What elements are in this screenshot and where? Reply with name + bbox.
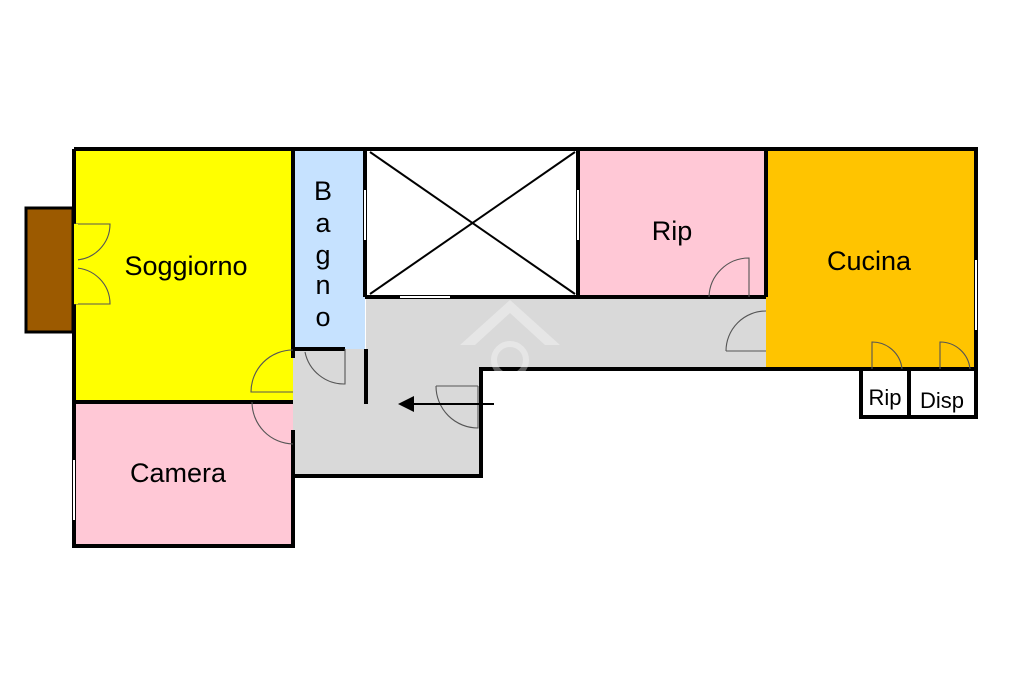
doors — [73, 223, 971, 445]
walls — [72, 147, 978, 548]
cross-void-icon — [369, 151, 576, 295]
room-rip-small — [861, 369, 909, 417]
label-soggiorno: Soggiorno — [124, 251, 247, 281]
room-disp — [909, 369, 976, 417]
room-bagno — [293, 149, 365, 349]
label-cucina: Cucina — [827, 246, 912, 276]
corridor — [293, 297, 766, 476]
room-rip — [578, 149, 766, 299]
label-rip-small: Rip — [868, 385, 901, 410]
balcony — [24, 206, 75, 334]
room-soggiorno — [74, 149, 293, 401]
label-disp: Disp — [920, 388, 964, 413]
window-marks — [73, 190, 977, 520]
svg-text:g: g — [315, 240, 330, 270]
svg-text:o: o — [315, 302, 330, 332]
house-watermark-icon — [460, 300, 560, 379]
arrow-left-icon — [398, 396, 494, 412]
label-bagno: B a g n o — [314, 176, 332, 332]
svg-text:a: a — [315, 208, 331, 238]
label-camera: Camera — [130, 458, 227, 488]
room-cucina — [766, 149, 976, 369]
svg-text:n: n — [315, 270, 330, 300]
room-camera — [74, 402, 293, 546]
label-rip: Rip — [652, 216, 693, 246]
svg-text:B: B — [314, 176, 332, 206]
